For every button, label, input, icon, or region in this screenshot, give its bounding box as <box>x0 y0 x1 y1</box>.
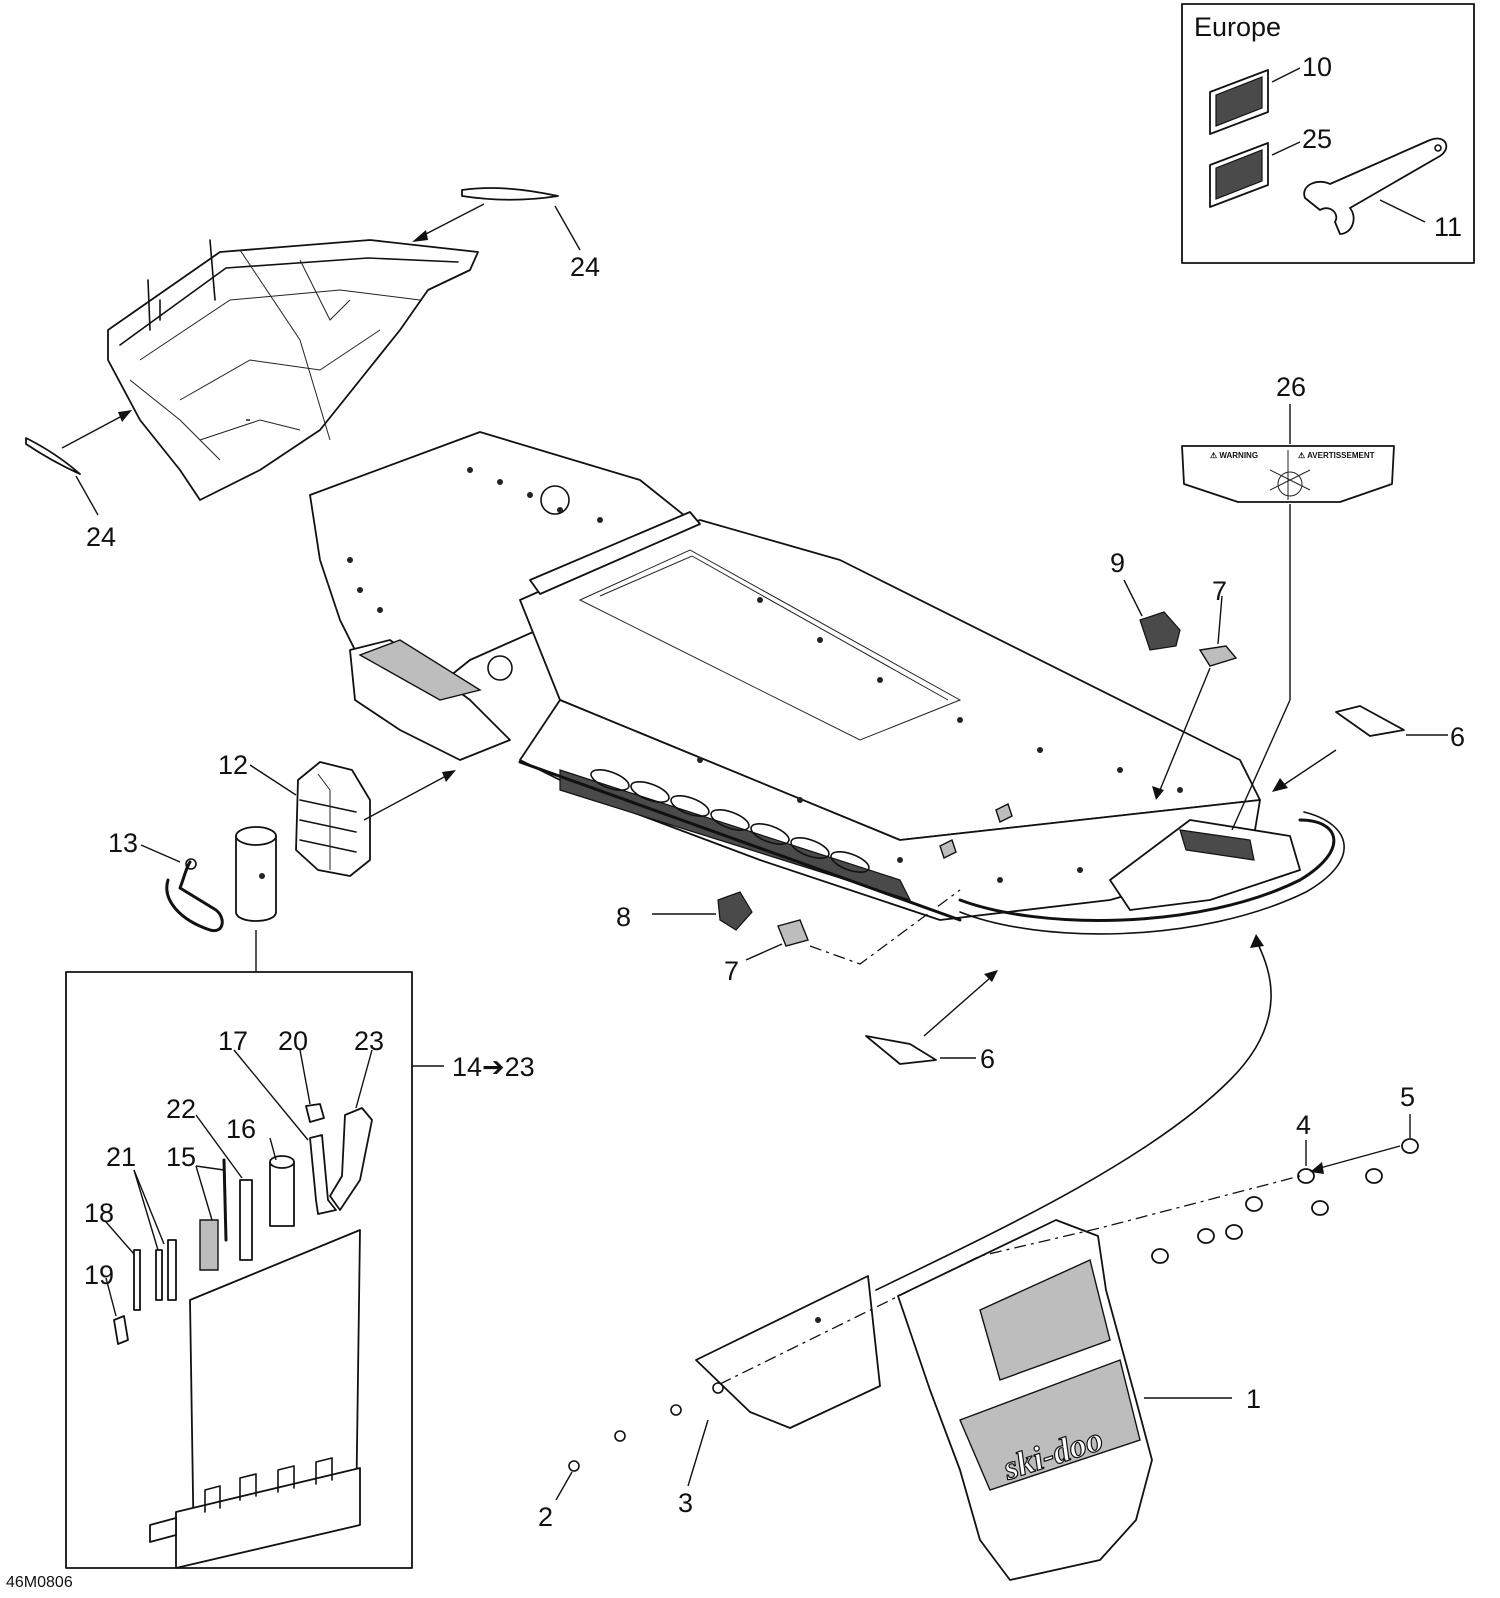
callout-16: 16 <box>226 1114 257 1144</box>
warning-label-right: ⚠ AVERTISSEMENT <box>1298 451 1375 460</box>
callout-10: 10 <box>1302 52 1333 82</box>
callout-24-left: 24 <box>86 522 117 552</box>
callout-2: 2 <box>538 1502 554 1532</box>
callout-7-lower: 7 <box>724 956 740 986</box>
tool-holder-12 <box>295 761 371 877</box>
rivet-nut-8 <box>652 891 753 931</box>
callout-5: 5 <box>1400 1082 1416 1112</box>
spanner-wrench-11 <box>1303 137 1448 235</box>
callout-7-upper: 7 <box>1212 576 1228 606</box>
callout-25: 25 <box>1302 124 1333 154</box>
warning-decal-26: ⚠ WARNING ⚠ AVERTISSEMENT <box>1181 404 1395 831</box>
decal-6-lower <box>865 970 998 1065</box>
chassis-frame <box>309 431 1345 935</box>
callout-23: 23 <box>354 1026 385 1056</box>
backing-plate-3 <box>687 1275 881 1487</box>
callout-24-top: 24 <box>570 252 601 282</box>
reflector-strip-24-side <box>25 410 132 516</box>
callout-19: 19 <box>84 1260 115 1290</box>
callout-20: 20 <box>278 1026 309 1056</box>
clip-7-upper <box>1198 595 1238 667</box>
reflector-10 <box>1209 69 1269 135</box>
callout-22: 22 <box>166 1094 197 1124</box>
callout-3: 3 <box>678 1488 694 1518</box>
diagram-id: 46M0806 <box>6 1574 73 1591</box>
rivet-nut-9 <box>1123 579 1181 651</box>
callout-9: 9 <box>1110 548 1126 578</box>
reflector-25 <box>1209 142 1269 208</box>
callout-15: 15 <box>166 1142 197 1172</box>
strap-13 <box>165 858 224 933</box>
europe-box-title: Europe <box>1194 12 1282 42</box>
snow-flap-1: ski-doo <box>897 1219 1232 1581</box>
callout-4: 4 <box>1296 1110 1312 1140</box>
tool-kit-box <box>65 971 444 1569</box>
callout-26: 26 <box>1276 372 1307 402</box>
callout-12: 12 <box>218 750 249 780</box>
callout-21: 21 <box>106 1142 137 1172</box>
callout-6-right: 6 <box>1450 722 1466 752</box>
callout-17: 17 <box>218 1026 249 1056</box>
warning-label-left: ⚠ WARNING <box>1210 451 1258 460</box>
callout-13: 13 <box>108 828 139 858</box>
spark-plug-socket-holder <box>235 826 277 922</box>
callout-18: 18 <box>84 1198 115 1228</box>
decal-6-right <box>1272 705 1448 792</box>
callout-11: 11 <box>1434 212 1463 242</box>
reflector-strip-24-top <box>412 187 581 251</box>
europe-inset-box <box>1181 3 1475 264</box>
callout-8: 8 <box>616 902 632 932</box>
callout-6-lower: 6 <box>980 1044 996 1074</box>
clip-7-lower <box>745 919 809 961</box>
hood-assembly <box>107 239 479 501</box>
nuts-4-5 <box>1151 1114 1419 1264</box>
callout-1: 1 <box>1246 1384 1262 1414</box>
washers-2 <box>555 1382 724 1501</box>
callout-14-23: 14➔23 <box>452 1052 535 1082</box>
